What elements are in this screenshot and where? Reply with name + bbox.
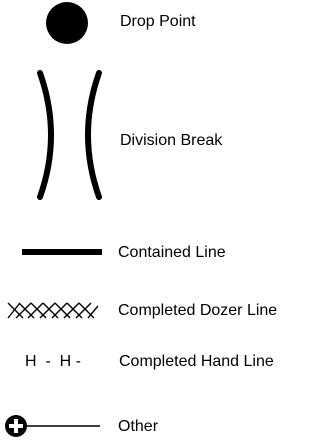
drop-point-symbol [46,2,88,44]
completed-hand-line-label: Completed Hand Line [119,353,274,370]
division-break-label: Division Break [120,132,223,149]
completed-dozer-line-label: Completed Dozer Line [118,302,278,319]
contained-line-label: Contained Line [118,244,226,261]
drop-point-label: Drop Point [120,13,196,30]
contained-line-symbol [22,249,102,255]
division-break-symbol [37,70,102,200]
completed-dozer-line-symbol [7,302,99,319]
completed-hand-line-symbol: H - H - [25,353,81,370]
other-symbol [5,415,100,437]
other-label: Other [118,418,159,435]
